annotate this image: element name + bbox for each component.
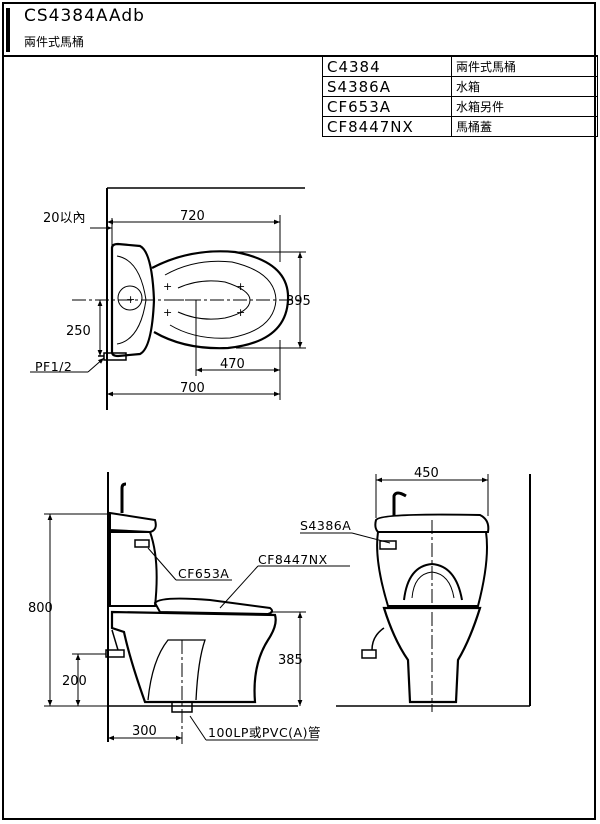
- label-tank: S4386A: [300, 518, 351, 533]
- dim-outlet: 470: [220, 357, 245, 372]
- svg-text:+: +: [236, 280, 245, 293]
- dim-tank-width: 450: [414, 466, 439, 481]
- dim-seat-height: 385: [278, 653, 303, 668]
- label-fittings: CF653A: [178, 566, 229, 581]
- supply-label: PF1/2: [35, 359, 72, 374]
- header-divider: [2, 55, 598, 57]
- top-view: + + + + +: [30, 187, 306, 410]
- svg-text:+: +: [163, 306, 172, 319]
- dim-width: 395: [286, 294, 311, 309]
- dim-length: 720: [180, 209, 205, 224]
- side-view: [44, 472, 350, 744]
- title-marker: [6, 8, 10, 52]
- model-code: CS4384AAdb: [24, 6, 145, 26]
- label-seat: CF8447NX: [258, 552, 328, 567]
- part-code: CF8447NX: [322, 116, 452, 137]
- dim-rough-in: 300: [132, 724, 157, 739]
- dim-supply: 200: [62, 674, 87, 689]
- model-name: 兩件式馬桶: [24, 35, 85, 49]
- part-name: 馬桶蓋: [451, 116, 598, 137]
- part-name: 兩件式馬桶: [451, 56, 598, 77]
- dim-wall-gap: 20以內: [43, 211, 86, 226]
- label-pipe: 100LP或PVC(A)管: [208, 725, 321, 740]
- dim-height: 800: [28, 601, 53, 616]
- svg-text:+: +: [163, 280, 172, 293]
- dim-supply-height: 250: [66, 324, 91, 339]
- front-view: [300, 474, 531, 712]
- dim-overall: 700: [180, 381, 205, 396]
- svg-text:+: +: [236, 306, 245, 319]
